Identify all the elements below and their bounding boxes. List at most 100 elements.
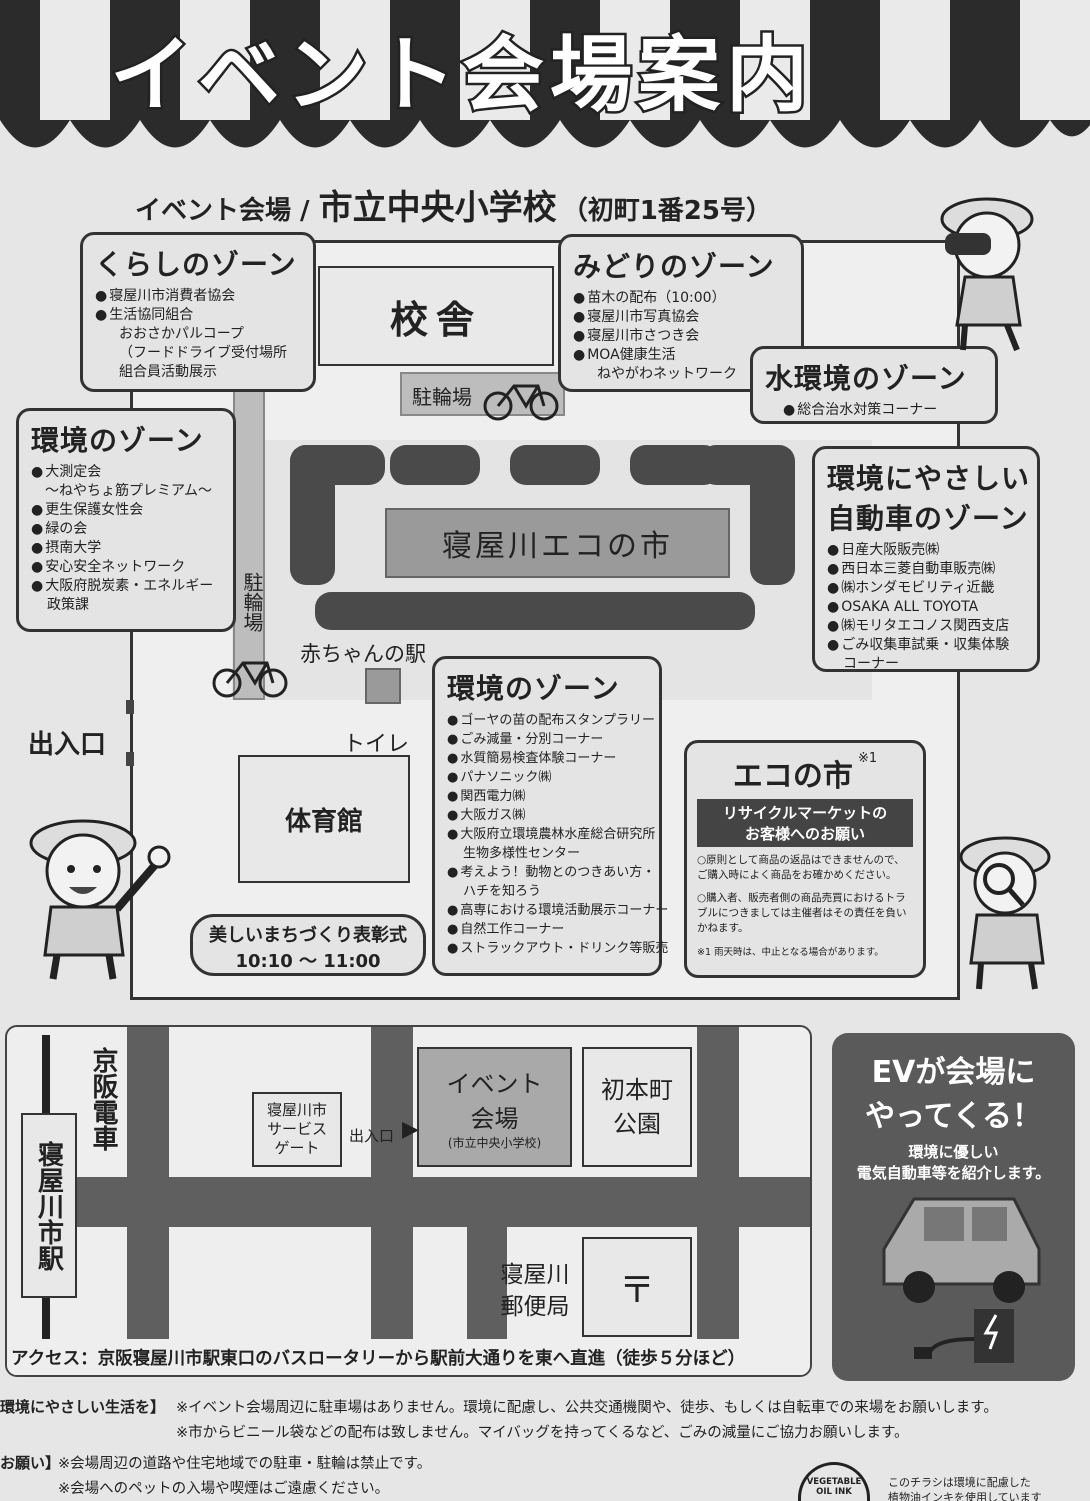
venue-line: イベント会場 / 市立中央小学校 （初町1番25号）: [135, 180, 772, 229]
event-venue-block: イベント 会場 (市立中央小学校): [417, 1047, 572, 1167]
zone-kankyo-left: 環境のゾーン 大測定会 〜ねやちょ筋プレミアム〜 更生保護女性会 緑の会 摂南大…: [16, 408, 236, 632]
award-title: 美しいまちづくり表彰式: [209, 925, 407, 946]
ev-title-2: やってくる！: [865, 1099, 1042, 1134]
bike-parking-side: [233, 390, 265, 700]
access-text-bar: [7, 1339, 810, 1375]
bike-parking-top-label: 駐輪場: [412, 385, 472, 409]
zone-kankyo-center-title: 環境のゾーン: [447, 672, 620, 705]
school-building: 校舎: [318, 266, 554, 366]
list-item: 高専における環境活動展示コーナー: [447, 901, 668, 920]
notes-line-4: ※会場へのペットの入場や喫煙はご遠慮ください。: [58, 1481, 390, 1497]
list-item: コーナー: [843, 656, 899, 672]
zone-mizu-title: 水環境のゾーン: [765, 362, 967, 395]
list-item: パナソニック㈱: [447, 768, 647, 787]
zone-mizu: 水環境のゾーン 総合治水対策コーナー: [750, 346, 998, 424]
list-item: ごみ減量・分別コーナー: [447, 730, 647, 749]
eco-market-notice-title: エコの市: [732, 759, 853, 794]
list-item: 緑の会: [31, 520, 221, 539]
zone-car-title-2: 自動車のゾーン: [827, 502, 1029, 535]
list-item: 大阪府立環境農林水産総合研究所: [447, 825, 655, 844]
list-item: 自然工作コーナー: [447, 920, 647, 939]
venue-name: 市立中央小学校: [318, 188, 557, 228]
list-item: 水質簡易検査体験コーナー: [447, 749, 647, 768]
list-item: ねやがわネットワーク: [597, 366, 737, 382]
list-item: 大阪ガス㈱: [447, 806, 647, 825]
gym-label: 体育館: [284, 806, 363, 837]
ev-box: EVが会場に やってくる！ 環境に優しい 電気自動車等を紹介します。: [832, 1033, 1075, 1381]
header-awning: イベント会場案内: [0, 0, 1090, 180]
event-venue-line1: イベント: [446, 1069, 543, 1098]
list-item: ストラックアウト・ドリンク等販売: [447, 939, 668, 958]
vegetable-oil-ink-logo: VEGETABLE OIL INK: [798, 1462, 870, 1501]
list-item: 苗木の配布（10:00）: [573, 289, 789, 308]
notes-line-2: ※市からビニール袋などの配布は致しません。マイバッグを持ってくるなど、ごみの減量…: [176, 1425, 909, 1441]
service-gate-label: 寝屋川市サービスゲート: [266, 1101, 327, 1157]
event-venue-sub: (市立中央小学校): [447, 1135, 542, 1150]
toilet-label: トイレ: [343, 732, 410, 757]
vegetable-oil-ink-text: VEGETABLE OIL INK: [806, 1477, 862, 1497]
list-item: おおさかパルコープ: [119, 326, 244, 342]
zone-car: 環境にやさしい 自動車のゾーン 日産大阪販売㈱ 西日本三菱自動車販売㈱ ㈱ホンダ…: [812, 446, 1040, 672]
access-text: アクセス：京阪寝屋川市駅東口のバスロータリーから駅前大通りを東へ直進（徒歩５分ほ…: [11, 1349, 746, 1369]
list-item: ㈱ホンダモビリティ近畿: [827, 579, 1025, 598]
zone-midori-title: みどりのゾーン: [573, 250, 775, 283]
list-item: 寝屋川市写真協会: [573, 308, 789, 327]
zone-car-title-1: 環境にやさしい: [827, 462, 1031, 495]
zone-midori: みどりのゾーン 苗木の配布（10:00） 寝屋川市写真協会 寝屋川市さつき会 M…: [558, 234, 804, 392]
arrow-right-icon: ▶: [402, 1117, 419, 1142]
entrance-mark: [126, 752, 134, 766]
explorer-magnifier-figure: [959, 836, 1051, 990]
ev-title-1: EVが会場に: [871, 1055, 1036, 1090]
school-building-label: 校舎: [389, 297, 482, 342]
bicycle-icon: [212, 661, 288, 698]
eco-market-note-mark: ※1: [857, 751, 878, 766]
notes-label-request: お願い】: [0, 1454, 61, 1472]
list-item: 考えよう！動物とのつきあい方・: [447, 863, 655, 882]
eco-market-area: 寝屋川エコの市: [385, 508, 730, 578]
ev-car-icon: [882, 1197, 1040, 1363]
list-item: 西日本三菱自動車販売㈱: [827, 560, 1025, 579]
ev-sub-1: 環境に優しい: [908, 1143, 999, 1161]
access-map: 京阪電車 寝屋川市駅 寝屋川市サービスゲート 出入口 ▶ イベント 会場 (市立…: [5, 1025, 812, 1377]
eco-market-banner-line1: リサイクルマーケットの: [722, 804, 888, 822]
notes-line-1: ※イベント会場周辺に駐車場はありません。環境に配慮し、公共交通機関や、徒歩、もし…: [176, 1400, 998, 1416]
eco-market-banner-line2: お客様へのお願い: [744, 825, 865, 843]
footer-line-1: このチラシは環境に配慮した: [888, 1476, 1031, 1489]
footer-line-2: 植物油インキを使用しています: [888, 1491, 1042, 1501]
zone-kankyo-left-title: 環境のゾーン: [31, 424, 204, 457]
list-item: 更生保護女性会: [31, 501, 221, 520]
zone-kurashi-title: くらしのゾーン: [95, 248, 297, 281]
award-time: 10:10 〜 11:00: [235, 951, 381, 972]
list-item: 大阪府脱炭素・エネルギー: [31, 577, 221, 596]
tent-layout: [290, 445, 795, 630]
list-item: （フードドライブ受付場所: [119, 345, 287, 361]
list-item: 寝屋川市消費者協会: [95, 287, 301, 306]
baby-station-label: 赤ちゃんの駅: [300, 642, 426, 666]
post-office-label: 寝屋川郵便局: [500, 1262, 570, 1320]
eco-market-notice: エコの市 ※1 リサイクルマーケットの お客様へのお願い ○原則として商品の返品…: [684, 740, 926, 978]
entrance-mark: [126, 700, 134, 714]
notes-label-eco: 環境にやさしい生活を】: [0, 1398, 166, 1416]
awning-graphic: [0, 0, 1090, 148]
eco-market-footnote: ※1 雨天時は、中止となる場合があります。: [697, 947, 884, 958]
list-item: 摂南大学: [31, 539, 221, 558]
page-title: イベント会場案内: [107, 26, 815, 126]
eco-market-para-2: ○購入者、販売者側の商品売買におけるトラブルにつきましては主催者はその責任を負い…: [697, 892, 907, 934]
venue-prefix: イベント会場 /: [135, 196, 319, 226]
list-item: 寝屋川市さつき会: [573, 327, 789, 346]
venue-address: （初町1番25号）: [561, 196, 772, 226]
bike-parking-side-label: 駐輪場: [240, 572, 264, 632]
award-ceremony: 美しいまちづくり表彰式 10:10 〜 11:00: [190, 914, 426, 976]
list-item: 関西電力㈱: [447, 787, 647, 806]
park-label: 初本町公園: [601, 1076, 673, 1138]
post-office-block: 〒: [582, 1237, 692, 1337]
list-item: ごみ収集車試乗・収集体験: [827, 636, 1025, 655]
list-item: 生物多様性センター: [463, 846, 581, 861]
list-item: 〜ねやちょ筋プレミアム〜: [45, 483, 213, 499]
zone-kurashi: くらしのゾーン 寝屋川市消費者協会 生活協同組合 おおさかパルコープ （フードド…: [80, 232, 316, 392]
notes-section: 環境にやさしい生活を】 ※イベント会場周辺に駐車場はありません。環境に配慮し、公…: [0, 1388, 1090, 1501]
event-venue-line2: 会場: [470, 1104, 519, 1133]
baby-station-marker: [365, 668, 401, 704]
eco-market-label: 寝屋川エコの市: [442, 529, 673, 564]
list-item: ㈱モリタエコノス関西支店: [827, 617, 1025, 636]
